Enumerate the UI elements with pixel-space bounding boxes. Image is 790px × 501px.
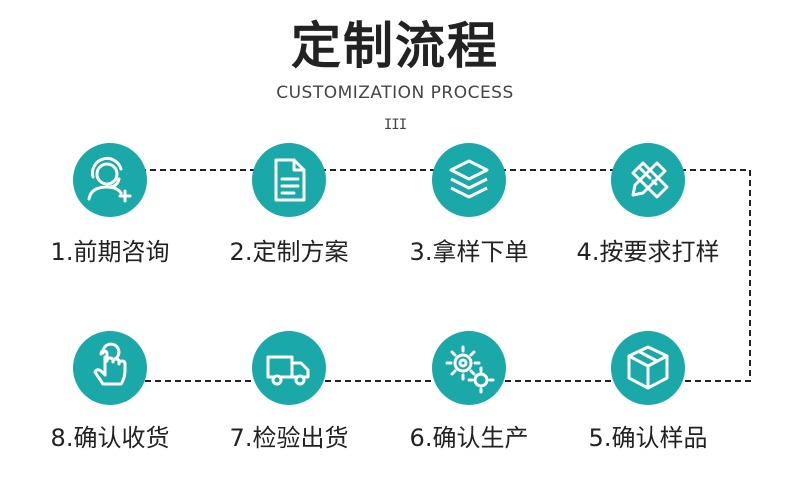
step-7-circle — [252, 331, 326, 405]
step-7-label: 7.检验出货 — [229, 424, 349, 452]
step-8-circle — [73, 331, 147, 405]
page-subtitle: CUSTOMIZATION PROCESS — [276, 83, 514, 103]
headset-user-icon — [87, 156, 132, 203]
step-2-label: 2.定制方案 — [229, 238, 349, 266]
step-6-circle — [432, 331, 506, 405]
document-icon — [274, 158, 306, 202]
step-1-label: 1.前期咨询 — [50, 238, 170, 266]
step-5-circle — [611, 331, 685, 405]
step-2-circle — [252, 143, 326, 217]
step-1-circle — [73, 143, 147, 217]
step-4-label: 4.按要求打样 — [576, 238, 720, 266]
layers-icon — [449, 159, 489, 199]
step-4-circle — [611, 143, 685, 217]
step-3-label: 3.拿样下单 — [409, 238, 529, 266]
step-8-label: 8.确认收货 — [50, 424, 170, 452]
hand-tap-icon — [93, 342, 127, 386]
step-5-label: 5.确认样品 — [588, 424, 708, 452]
page-title: 定制流程 — [291, 17, 499, 75]
title-divider: III — [383, 117, 407, 133]
truck-icon — [266, 355, 310, 386]
pencil-ruler-icon — [631, 161, 669, 199]
gears-icon — [445, 345, 495, 394]
step-3-circle — [432, 143, 506, 217]
box-icon — [627, 345, 669, 390]
step-6-label: 6.确认生产 — [409, 424, 529, 452]
